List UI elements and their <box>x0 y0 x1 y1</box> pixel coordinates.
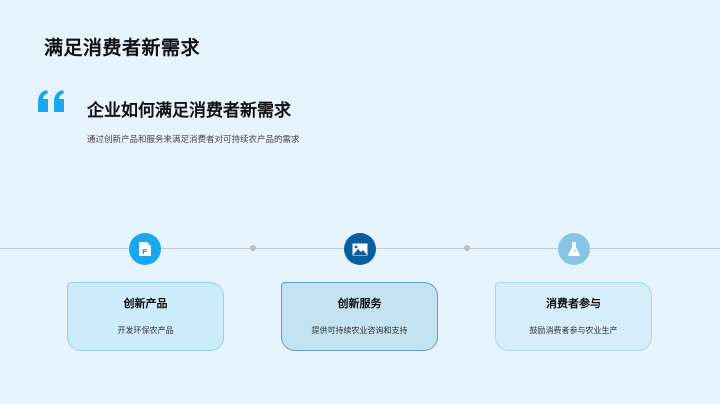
image-icon <box>352 243 368 255</box>
page-title: 满足消费者新需求 <box>44 37 201 59</box>
step-card-description: 鼓励消费者参与农业生产 <box>529 326 618 335</box>
timeline-dot <box>250 245 256 251</box>
step-card-3[interactable]: 消费者参与 鼓励消费者参与农业生产 <box>495 282 652 351</box>
timeline-dot <box>464 245 470 251</box>
timeline-node-2 <box>344 233 376 265</box>
step-card-description: 开发环保农产品 <box>117 326 174 335</box>
quote-subtitle: 通过创新产品和服务来满足消费者对可持续农产品的需求 <box>87 135 300 145</box>
flask-icon <box>568 242 580 256</box>
step-card-title: 创新服务 <box>337 297 382 310</box>
step-card-title: 创新产品 <box>123 297 168 310</box>
timeline-node-3 <box>558 233 590 265</box>
document-p-icon: P <box>139 242 151 256</box>
quote-title: 企业如何满足消费者新需求 <box>87 101 291 121</box>
step-card-1[interactable]: 创新产品 开发环保农产品 <box>67 282 224 351</box>
step-card-description: 提供可持续农业咨询和支持 <box>311 326 408 335</box>
step-card-title: 消费者参与 <box>546 297 601 310</box>
svg-text:P: P <box>142 248 147 256</box>
quote-icon <box>38 90 64 112</box>
timeline-node-1: P <box>129 233 161 265</box>
step-card-2[interactable]: 创新服务 提供可持续农业咨询和支持 <box>281 282 438 351</box>
